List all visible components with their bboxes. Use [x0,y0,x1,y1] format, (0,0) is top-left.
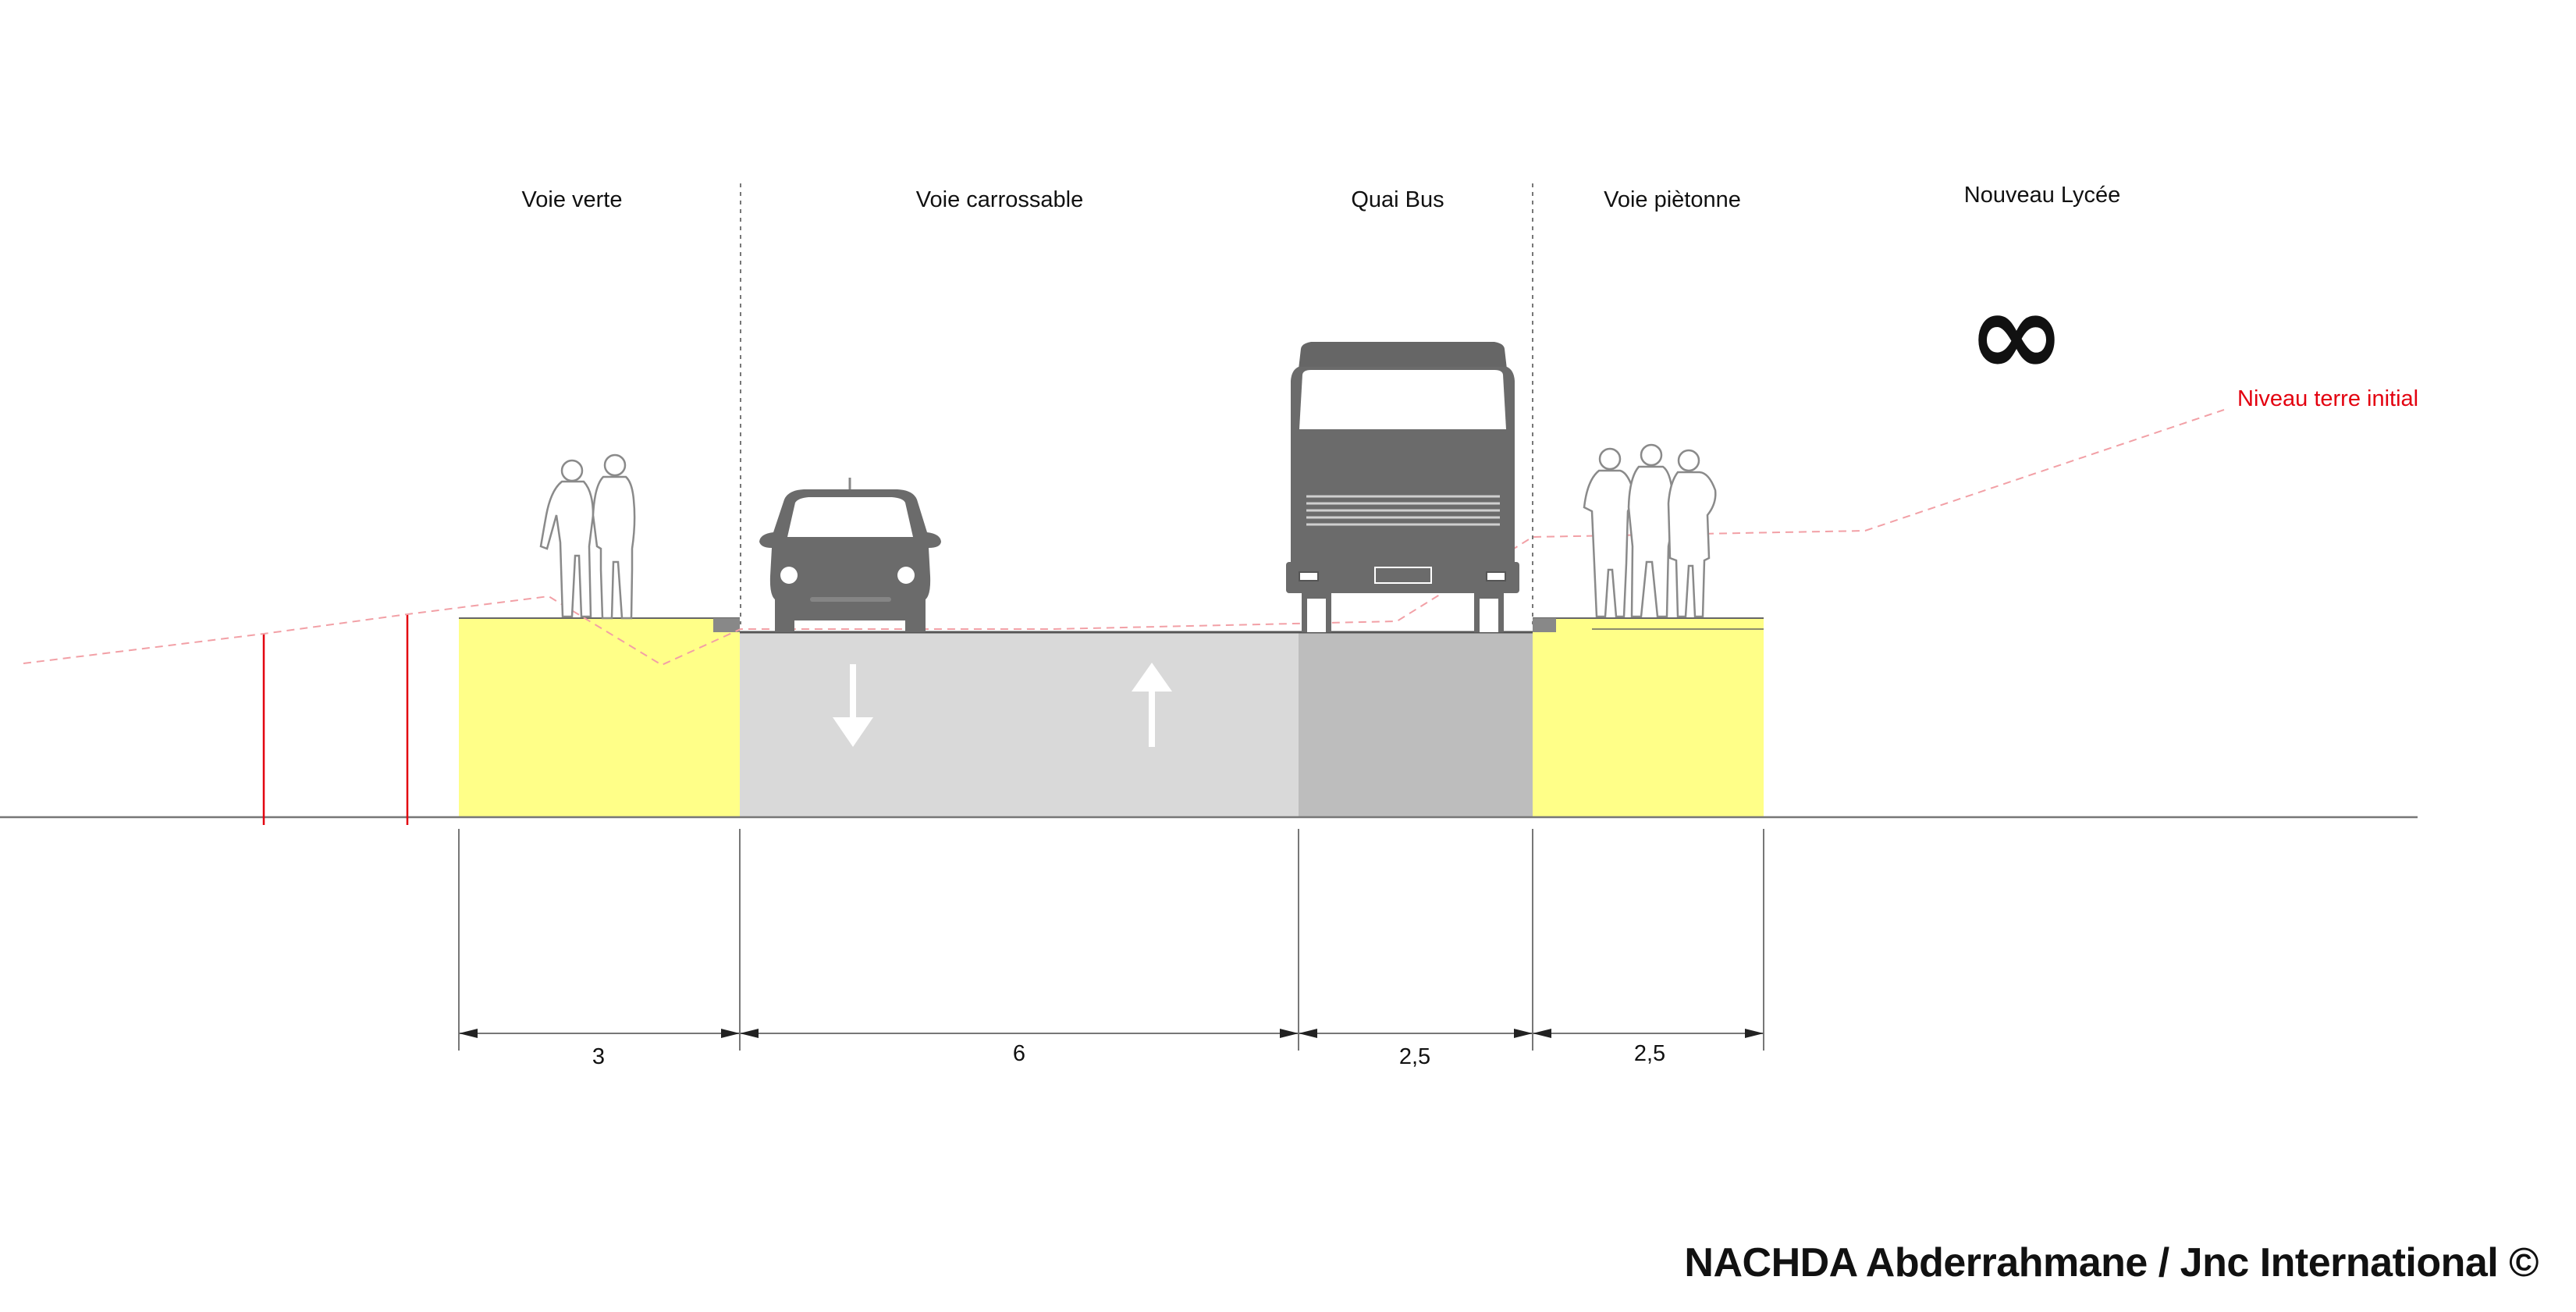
zone-label-voie-verte: Voie verte [522,187,623,212]
bus-platform-fill [1299,632,1533,817]
green-lane-fill [459,618,740,817]
arrow-down-icon [833,664,873,747]
arrow-up-icon [1132,663,1172,747]
curb-left [713,618,740,632]
dimension-label-quai-bus: 2,5 [1399,1044,1430,1069]
car-front-icon [759,478,941,632]
dimension-extension-lines [458,829,1764,1051]
infinity-icon: ∞ [1968,267,2066,403]
dimension-label-voie-pietonne: 2,5 [1634,1041,1665,1066]
people-pair-icon [539,453,636,620]
pedestrian-lane-fill [1533,618,1764,817]
initial-terrain-line [23,409,2225,667]
dimension-label-voie-verte: 3 [592,1044,605,1069]
zone-label-quai-bus: Quai Bus [1351,187,1444,212]
credit-line: NACHDA Abderrahmane / Jnc International … [1684,1240,2539,1285]
bus-front-icon [1286,342,1519,632]
zone-label-voie-pietonne: Voie piètonne [1604,187,1741,212]
curb-right [1533,618,1556,632]
people-group-icon [1583,443,1717,618]
level-label: Niveau terre initial [2237,386,2418,411]
dimension-label-voie-carrossable: 6 [1013,1041,1025,1066]
zone-label-voie-carrossable: Voie carrossable [916,187,1083,212]
carriageway-fill [740,632,1299,817]
zone-label-nouveau-lycee: Nouveau Lycée [1964,183,2120,208]
dimension-arrowheads [459,1029,1764,1038]
